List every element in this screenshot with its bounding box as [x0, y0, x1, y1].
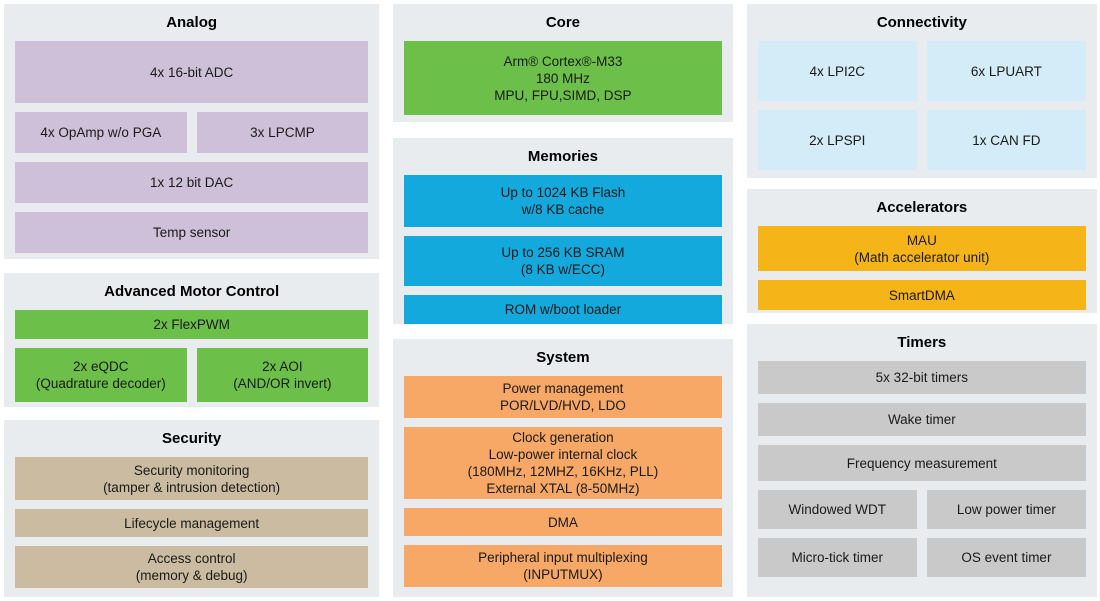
system-blocks: Power management POR/LVD/HVD, LDO Clock …	[404, 376, 722, 587]
connectivity-row-2: 2x LPSPI 1x CAN FD	[757, 110, 1087, 170]
panel-title-accelerators: Accelerators	[876, 199, 968, 216]
column-right: Connectivity 4x LPI2C 6x LPUART 2x LPSPI…	[746, 4, 1097, 597]
block-access-control: Access control (memory & debug)	[15, 546, 369, 588]
block-clock-generation: Clock generation Low-power internal cloc…	[404, 427, 722, 499]
accelerators-blocks: MAU (Math accelerator unit) SmartDMA	[757, 226, 1086, 310]
block-smartdma: SmartDMA	[757, 280, 1086, 310]
panel-title-core: Core	[545, 14, 581, 31]
column-middle: Core Arm® Cortex®-M33 180 MHz MPU, FPU,S…	[393, 4, 733, 597]
block-lifecycle-management: Lifecycle management	[15, 509, 369, 537]
panel-advanced-motor-control: Advanced Motor Control 2x FlexPWM 2x eQD…	[4, 272, 380, 407]
panel-title-memories: Memories	[527, 147, 598, 165]
panel-accelerators: Accelerators MAU (Math accelerator unit)…	[746, 189, 1097, 313]
block-mau: MAU (Math accelerator unit)	[757, 226, 1086, 271]
block-dac: 1x 12 bit DAC	[15, 162, 369, 203]
block-wake-timer: Wake timer	[757, 403, 1086, 436]
block-inputmux: Peripheral input multiplexing (INPUTMUX)	[404, 545, 722, 587]
panel-timers: Timers 5x 32-bit timers Wake timer Frequ…	[746, 324, 1097, 597]
motor-blocks: 2x FlexPWM 2x eQDC (Quadrature decoder) …	[15, 309, 369, 402]
block-security-monitoring: Security monitoring (tamper & intrusion …	[15, 457, 369, 500]
block-canfd: 1x CAN FD	[926, 110, 1087, 170]
block-lpi2c: 4x LPI2C	[757, 41, 917, 101]
memories-blocks: Up to 1024 KB Flash w/8 KB cache Up to 2…	[404, 174, 722, 324]
column-left: Analog 4x 16-bit ADC 4x OpAmp w/o PGA 3x…	[4, 4, 380, 597]
panel-analog: Analog 4x 16-bit ADC 4x OpAmp w/o PGA 3x…	[4, 4, 380, 259]
block-eqdc: 2x eQDC (Quadrature decoder)	[15, 347, 187, 402]
panel-title-advanced-motor-control: Advanced Motor Control	[104, 282, 280, 300]
analog-row: 4x OpAmp w/o PGA 3x LPCMP	[15, 112, 369, 153]
panel-title-connectivity: Connectivity	[876, 14, 967, 31]
block-lpspi: 2x LPSPI	[757, 110, 917, 170]
block-power-management: Power management POR/LVD/HVD, LDO	[404, 376, 722, 418]
block-lpcmp: 3x LPCMP	[196, 112, 369, 153]
connectivity-row-1: 4x LPI2C 6x LPUART	[757, 41, 1087, 101]
motor-row: 2x eQDC (Quadrature decoder) 2x AOI (AND…	[15, 347, 369, 402]
block-32bit-timers: 5x 32-bit timers	[757, 361, 1086, 394]
core-blocks: Arm® Cortex®-M33 180 MHz MPU, FPU,SIMD, …	[404, 41, 722, 115]
block-lpuart: 6x LPUART	[926, 41, 1087, 101]
block-dma: DMA	[404, 508, 722, 536]
connectivity-blocks: 4x LPI2C 6x LPUART 2x LPSPI 1x CAN FD	[757, 41, 1087, 170]
panel-title-system: System	[536, 349, 590, 366]
analog-blocks: 4x 16-bit ADC 4x OpAmp w/o PGA 3x LPCMP …	[15, 41, 369, 253]
panel-title-timers: Timers	[897, 334, 947, 351]
panel-connectivity: Connectivity 4x LPI2C 6x LPUART 2x LPSPI…	[746, 4, 1097, 178]
panel-core: Core Arm® Cortex®-M33 180 MHz MPU, FPU,S…	[393, 4, 733, 122]
block-cortex-m33: Arm® Cortex®-M33 180 MHz MPU, FPU,SIMD, …	[404, 41, 722, 115]
block-micro-tick-timer: Micro-tick timer	[757, 538, 917, 577]
block-sram: Up to 256 KB SRAM (8 KB w/ECC)	[404, 235, 722, 286]
block-os-event-timer: OS event timer	[926, 538, 1087, 577]
panel-security: Security Security monitoring (tamper & i…	[4, 420, 380, 597]
block-temp-sensor: Temp sensor	[15, 212, 369, 253]
block-frequency-measurement: Frequency measurement	[757, 445, 1086, 481]
timers-blocks: 5x 32-bit timers Wake timer Frequency me…	[757, 361, 1087, 577]
block-windowed-wdt: Windowed WDT	[757, 490, 917, 529]
block-flexpwm: 2x FlexPWM	[15, 309, 369, 339]
block-rom: ROM w/boot loader	[404, 294, 722, 324]
block-adc: 4x 16-bit ADC	[15, 41, 369, 103]
panel-memories: Memories Up to 1024 KB Flash w/8 KB cach…	[393, 137, 733, 324]
timers-row-1: Windowed WDT Low power timer	[757, 490, 1087, 529]
panel-system: System Power management POR/LVD/HVD, LDO…	[393, 339, 733, 597]
block-low-power-timer: Low power timer	[926, 490, 1087, 529]
block-opamp: 4x OpAmp w/o PGA	[15, 112, 187, 153]
panel-title-security: Security	[162, 430, 222, 447]
panel-title-analog: Analog	[166, 14, 218, 31]
security-blocks: Security monitoring (tamper & intrusion …	[15, 457, 369, 588]
block-flash: Up to 1024 KB Flash w/8 KB cache	[404, 174, 722, 227]
block-aoi: 2x AOI (AND/OR invert)	[196, 347, 369, 402]
timers-row-2: Micro-tick timer OS event timer	[757, 538, 1087, 577]
